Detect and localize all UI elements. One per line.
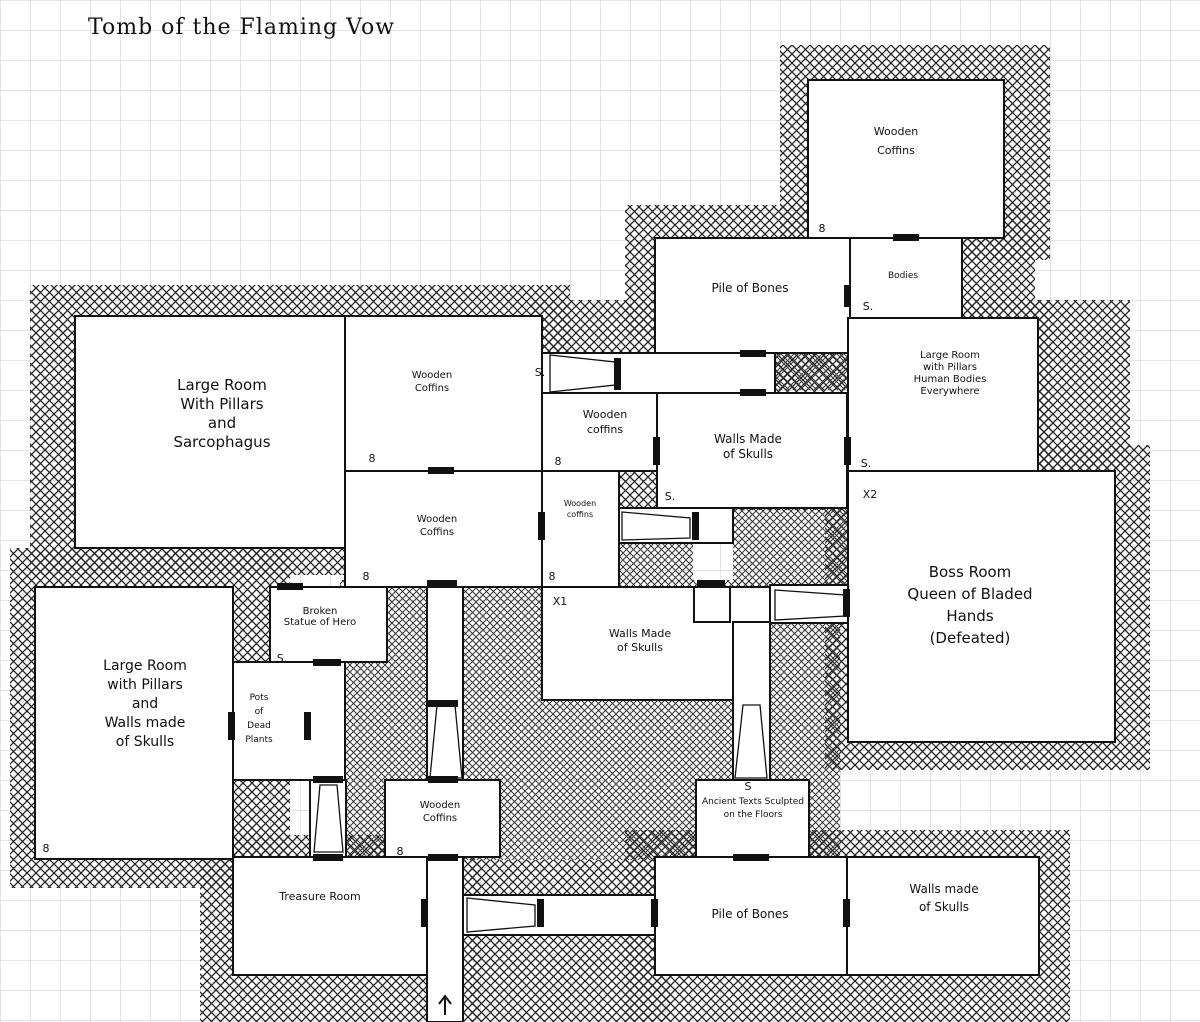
- room-label-line: with Pillars: [923, 362, 977, 373]
- room-label-line: Walls Made: [609, 627, 671, 640]
- room-label-line: Walls Made: [714, 432, 782, 446]
- map-marker: X2: [863, 488, 878, 501]
- map-marker: S.: [863, 300, 873, 313]
- map-marker: S.: [535, 366, 545, 379]
- room-label-wooden-coffins-b: Wooden coffins: [583, 408, 627, 436]
- room-label-line: Treasure Room: [278, 890, 360, 903]
- map-title: Tomb of the Flaming Vow: [88, 15, 395, 40]
- room-label-line: Everywhere: [920, 386, 979, 397]
- room-label-line: Coffins: [877, 144, 915, 157]
- map-marker: 8: [397, 845, 404, 858]
- room-label-line: (Defeated): [930, 629, 1011, 647]
- room-label-line: Walls made: [909, 882, 978, 896]
- room-label-line: Wooden: [564, 499, 596, 508]
- room-label-line: of Skulls: [617, 641, 663, 654]
- room-label-pile-of-bones-north: Pile of Bones: [711, 281, 788, 295]
- map-marker: 8: [549, 570, 556, 583]
- room-label-line: Wooden: [420, 800, 460, 811]
- map-marker: 8: [819, 222, 826, 235]
- room-label-line: Statue of Hero: [284, 617, 357, 628]
- room-label-pile-of-bones-south: Pile of Bones: [711, 907, 788, 921]
- room-label-line: Hands: [946, 607, 993, 625]
- room-label-line: of: [255, 707, 265, 717]
- room-label-line: Pots: [250, 693, 269, 703]
- room-label-line: on the Floors: [724, 810, 783, 820]
- map-marker: S.: [665, 490, 675, 503]
- room-label-line: Walls made: [105, 715, 186, 731]
- room-label-line: Human Bodies: [914, 374, 987, 385]
- room-label-line: Plants: [245, 735, 273, 745]
- room-label-line: Coffins: [423, 813, 457, 824]
- room-label-line: Coffins: [415, 383, 449, 394]
- map-marker: X1: [553, 595, 568, 608]
- map-marker: 8: [369, 452, 376, 465]
- room-label-line: Boss Room: [929, 563, 1012, 581]
- room-label-line: with Pillars: [107, 677, 183, 693]
- room-label-line: Bodies: [888, 271, 918, 281]
- room-label-line: Dead: [247, 721, 271, 731]
- map-marker: S.: [861, 457, 871, 470]
- room-label-line: of Skulls: [723, 447, 773, 461]
- room-label-line: Wooden: [412, 370, 452, 381]
- room-label-line: of Skulls: [919, 900, 969, 914]
- room-label-line: Large Room: [177, 376, 267, 394]
- room-label-line: coffins: [587, 423, 623, 436]
- room-label-line: Queen of Bladed: [907, 585, 1032, 603]
- room-label-line: of Skulls: [116, 734, 174, 750]
- room-label-wooden-coffins-d: Wooden coffins: [564, 499, 596, 519]
- room-label-line: Large Room: [103, 658, 187, 674]
- map-markers: S. S. S. S. S. S X1 X2 8 8 8 8 8 8 8: [43, 222, 878, 858]
- room-label-line: Large Room: [920, 350, 980, 361]
- room-label-line: Wooden: [583, 408, 627, 421]
- room-label-line: Wooden: [417, 514, 457, 525]
- room-floors: [34, 79, 1116, 1022]
- map-marker: 8: [363, 570, 370, 583]
- map-marker: 8: [43, 842, 50, 855]
- map-marker: S: [745, 780, 752, 793]
- entrance-arrow: [438, 994, 452, 1015]
- map-marker: S.: [277, 652, 287, 665]
- room-label-line: Ancient Texts Sculpted: [702, 797, 804, 807]
- room-label-walls-of-skulls-south: Walls made of Skulls: [909, 882, 978, 914]
- room-label-line: and: [132, 696, 158, 712]
- room-label-ancient-texts: Ancient Texts Sculpted on the Floors: [702, 797, 804, 820]
- room-label-line: Wooden: [874, 125, 918, 138]
- room-label-line: Sarcophagus: [173, 433, 270, 451]
- room-label-line: coffins: [567, 510, 593, 519]
- room-label-line: Pile of Bones: [711, 281, 788, 295]
- room-label-line: Coffins: [420, 527, 454, 538]
- room-label-treasure-room: Treasure Room: [278, 890, 360, 903]
- room-label-line: Pile of Bones: [711, 907, 788, 921]
- room-label-line: and: [208, 414, 236, 432]
- doors: [228, 234, 919, 927]
- room-label-line: With Pillars: [180, 395, 263, 413]
- room-label-bodies: Bodies: [888, 271, 918, 281]
- room-label-line: Broken: [303, 606, 338, 617]
- map-marker: 8: [555, 455, 562, 468]
